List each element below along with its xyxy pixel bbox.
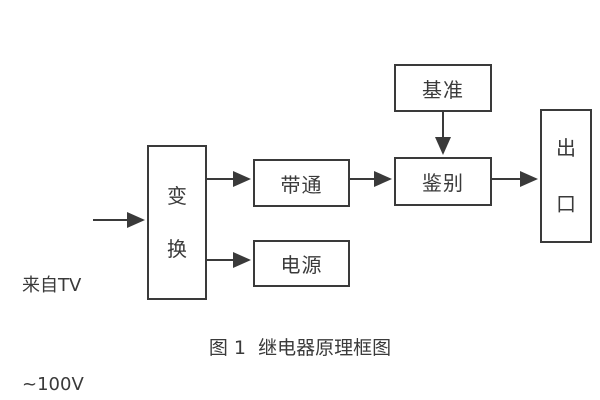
block-bandpass-label: 带通 [280,172,323,197]
block-outlet-label: 出口 [556,136,576,216]
block-outlet: 出口 [540,109,592,243]
block-reference: 基准 [394,64,492,112]
input-source-label: 来自TV ~100V [22,203,84,400]
input-source-line1: 来自TV [22,275,82,296]
block-discriminator: 鉴别 [394,157,492,206]
block-power-supply: 电源 [253,240,350,287]
block-power-supply-label: 电源 [280,253,323,277]
block-transform-label: 变换 [167,183,187,261]
input-source-line2: ~100V [22,374,84,395]
block-reference-label: 基准 [422,77,464,102]
block-transform: 变换 [147,145,207,300]
block-discriminator-label: 鉴别 [422,171,464,195]
block-bandpass: 带通 [253,159,350,207]
figure-caption: 图 1 继电器原理框图 [208,337,392,359]
